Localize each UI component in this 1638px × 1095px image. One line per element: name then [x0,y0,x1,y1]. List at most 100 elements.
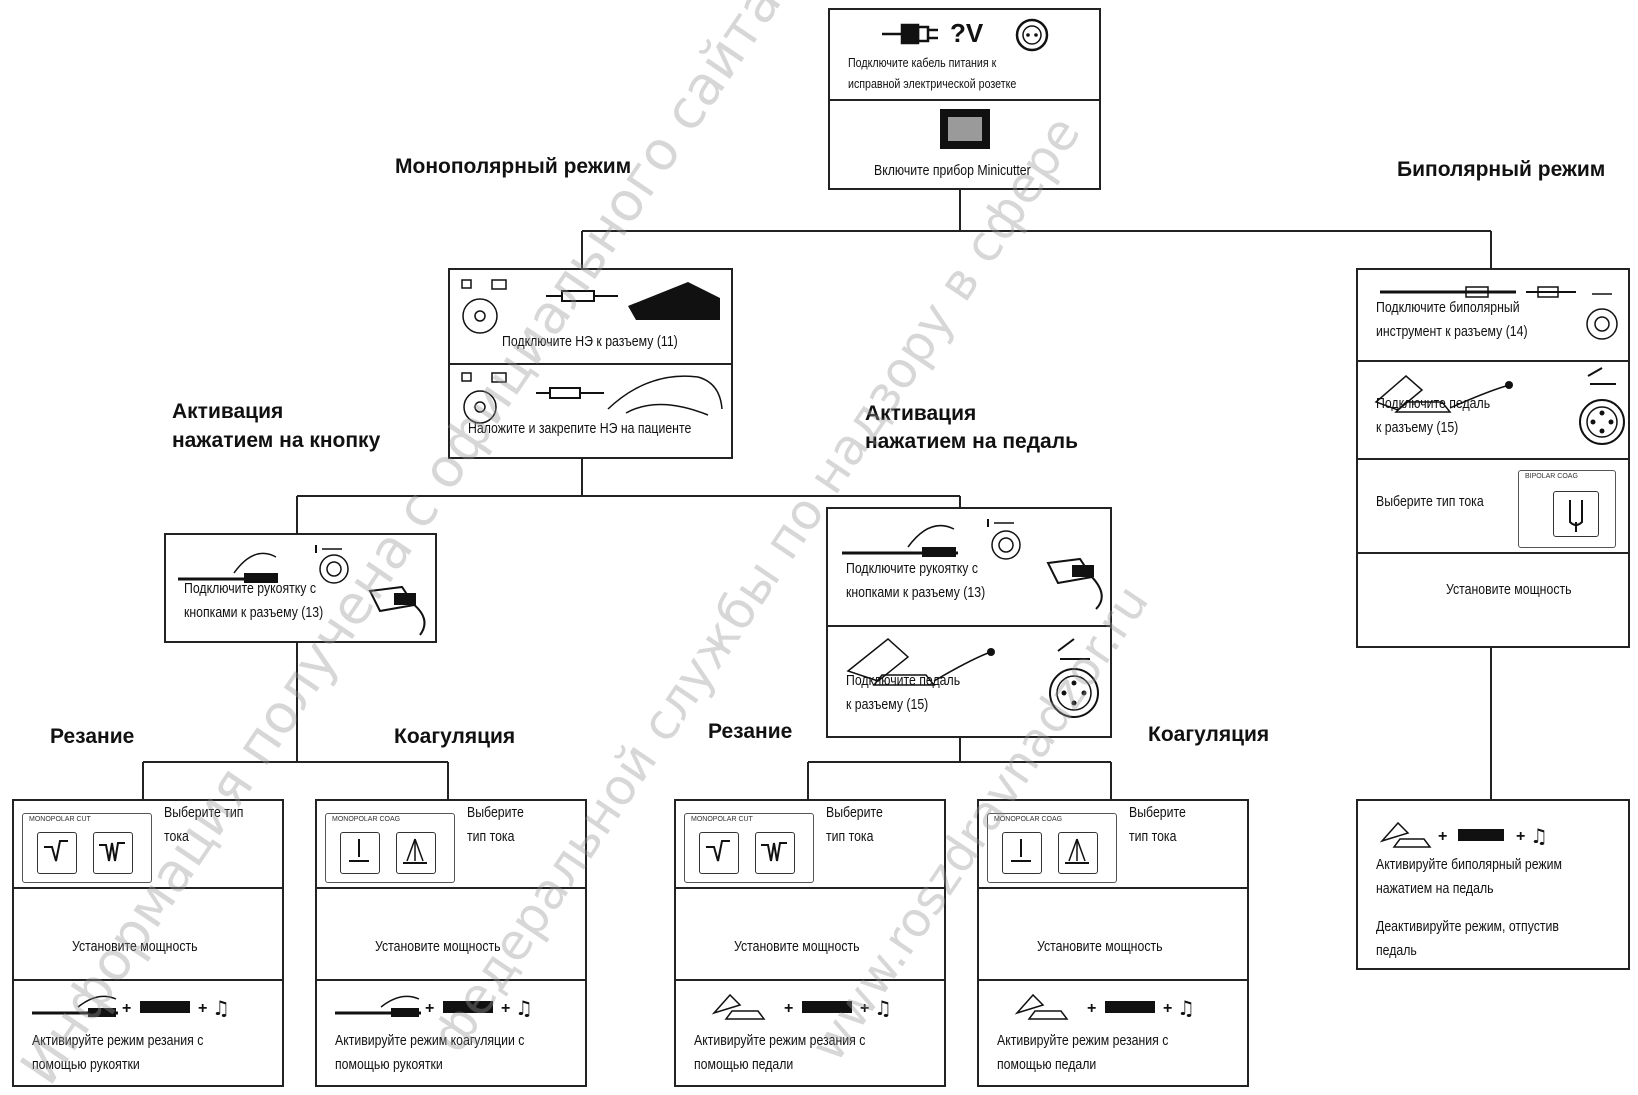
select-current-text-1: Выберите [826,801,883,825]
bipolar-instrument-text-1: Подключите биполярный [1376,296,1520,320]
svg-text:+: + [501,1000,510,1017]
bipolar-coag-key[interactable] [1553,491,1599,537]
power-cable-text-1: Подключите кабель питания к [848,52,996,73]
set-power-step: Установите мощность [317,889,585,981]
activate-text-2: помощью педали [997,1053,1096,1077]
activate-text-2: помощью рукоятки [32,1053,140,1077]
activate-icon-group: ++♫ [22,989,262,1034]
set-power-text: Установите мощность [734,935,860,959]
pedal-connect-box: Подключите рукоятку с кнопками к разъему… [826,507,1112,738]
activate-text-2: помощью педали [694,1053,793,1077]
bipolar-pedal-step: Подключите педаль к разъему (15) [1358,362,1628,460]
mode-key[interactable] [37,832,77,874]
svg-text:+: + [1516,828,1525,845]
activate-icon-group: + + ♫ [987,989,1227,1034]
activate-text-1: Активируйте режим резания с [997,1029,1168,1053]
heading-pedal-activation-2: нажатием на педаль [865,428,1078,456]
bipolar-pedal-activate-icon: + + ♫ [1378,815,1618,855]
mode-panel-title: MONOPOLAR CUT [691,816,753,823]
mode-key[interactable] [755,832,795,874]
pedal-branch-handle-text-1: Подключите рукоятку с [846,557,978,581]
ne-connect-step: Подключите НЭ к разъему (11) [450,270,731,365]
bipolar-activate-box: + + ♫ Активируйте биполярный режим нажат… [1356,799,1630,970]
pedal-activate-icon: ++♫ [684,989,924,1029]
activate-step: + + ♫ Активируйте режим резания спомощью пе… [979,981,1247,1085]
cut-wave-icon [38,833,74,869]
ne-connect-text: Подключите НЭ к разъему (11) [502,330,678,354]
activate-text-1: Активируйте режим резания с [32,1029,203,1053]
svg-text:♫: ♫ [1530,824,1548,848]
set-power-text: Установите мощность [72,935,198,959]
heading-pedal-activation-1: Активация [865,400,976,428]
heading-cut-pedal: Резание [708,718,792,746]
set-power-text: Установите мощность [1037,935,1163,959]
activate-text-2: помощью рукоятки [335,1053,443,1077]
heading-coag-button: Коагуляция [394,723,515,751]
svg-text:+: + [1438,828,1447,845]
mode-key[interactable] [1002,832,1042,874]
mode-key[interactable] [699,832,739,874]
switch-on-text: Включите прибор Minicutter [874,159,1031,183]
select-current-text-2: тип тока [467,825,514,849]
ne-apply-text: Наложите и закрепите НЭ на пациенте [468,417,691,441]
coag-icon [1003,833,1039,869]
select-current-step: MONOPOLAR COAGВыберитетип тока [317,801,585,889]
mode-key[interactable] [1058,832,1098,874]
spray-coag-icon [397,833,433,869]
svg-text:♫: ♫ [515,996,533,1020]
set-power-step: Установите мощность [979,889,1247,981]
heading-cut-button: Резание [50,723,134,751]
svg-text:+: + [425,1000,434,1017]
select-current-text-2: тока [164,825,189,849]
svg-text:+: + [1163,1000,1172,1017]
mode-key[interactable] [93,832,133,874]
activate-text-1: Активируйте режим коагуляции с [335,1029,524,1053]
mode-panel-title: MONOPOLAR COAG [332,816,400,823]
neutral-electrode-connect-icon [458,276,726,338]
leaf-column-cut-pedal: MONOPOLAR CUT Выберитетип токаУстановите … [674,799,946,1087]
svg-text:+: + [860,1000,869,1017]
handle-activate-icon: + + ♫ [325,989,565,1029]
svg-text:+: + [1087,1000,1096,1017]
startup-box: ?V Подключите кабель питания к исправной… [828,8,1101,190]
select-current-text-2: тип тока [826,825,873,849]
mode-key[interactable] [396,832,436,874]
bipolar-panel-title: BIPOLAR COAG [1525,473,1578,480]
select-current-text-2: тип тока [1129,825,1176,849]
svg-text:+: + [784,1000,793,1017]
heading-bipolar-mode: Биполярный режим [1397,156,1605,184]
mode-panel: MONOPOLAR COAG [987,813,1117,883]
mode-panel-title: MONOPOLAR COAG [994,816,1062,823]
svg-text:♫: ♫ [1177,996,1195,1020]
cut-wave-icon [700,833,736,869]
ne-apply-step: Наложите и закрепите НЭ на пациенте [450,365,731,457]
power-cable-step: ?V Подключите кабель питания к исправной… [830,10,1099,101]
pedal-branch-pedal-text-1: Подключите педаль [846,669,960,693]
svg-text:+: + [198,1000,207,1017]
voltage-symbol: ?V [950,18,983,48]
neutral-electrode-box: Подключите НЭ к разъему (11) Наложите и … [448,268,733,459]
pedal-branch-pedal-text-2: к разъему (15) [846,693,928,717]
bipolar-activate-text-2: нажатием на педаль [1376,877,1494,901]
bipolar-deactivate-text-2: педаль [1376,939,1417,963]
bipolar-coag-panel: BIPOLAR COAG [1518,470,1616,548]
pedal-branch-handle-text-2: кнопками к разъему (13) [846,581,985,605]
heading-coag-pedal: Коагуляция [1148,721,1269,749]
activate-icon-group: + + ♫ [325,989,565,1034]
bipolar-instrument-step: Подключите биполярный инструмент к разъе… [1358,270,1628,362]
button-handle-text-1: Подключите рукоятку с [184,577,316,601]
handle-activate-icon: ++♫ [22,989,262,1029]
heading-button-activation-1: Активация [172,398,283,426]
mode-key[interactable] [340,832,380,874]
bipolar-pedal-text-2: к разъему (15) [1376,416,1458,440]
heading-monopolar-mode: Монополярный режим [395,153,631,181]
bipolar-power-text: Установите мощность [1446,578,1572,602]
mode-panel: MONOPOLAR CUT [22,813,152,883]
